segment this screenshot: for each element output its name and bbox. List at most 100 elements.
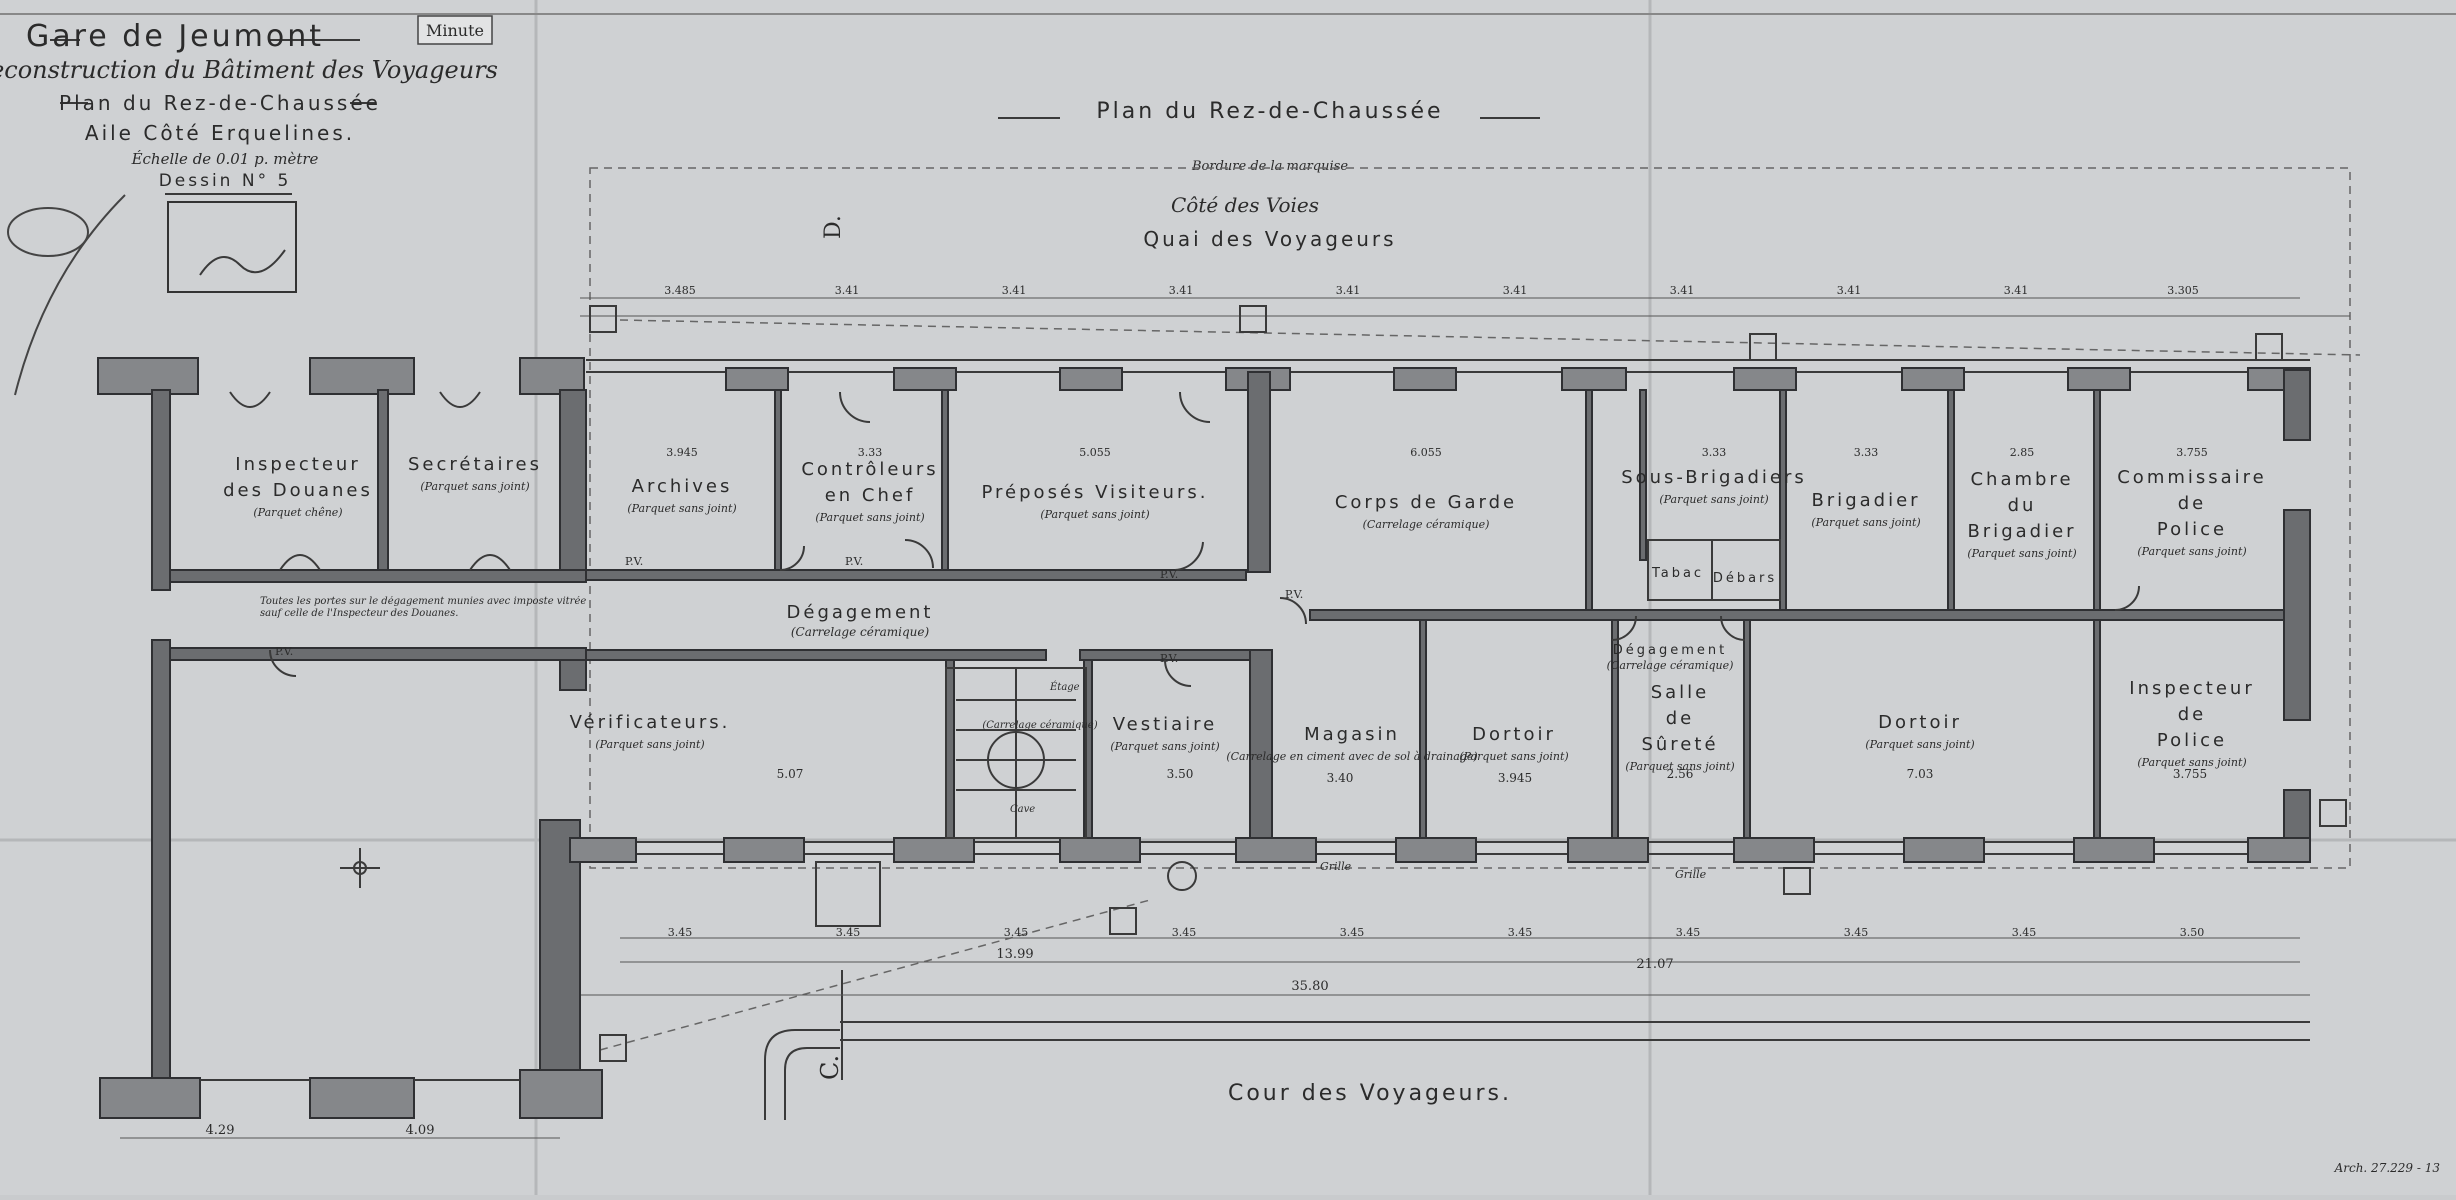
room-name-secretaires: Secrétaires <box>408 454 542 475</box>
room-floor-inspecteur-police: (Parquet sans joint) <box>2137 756 2246 769</box>
corridor-door-note: Toutes les portes sur le dégagement muni… <box>260 596 587 619</box>
left-dim-2: 4.09 <box>406 1123 435 1138</box>
room-floor-archives: (Parquet sans joint) <box>627 502 736 515</box>
top-dim-label: 3.41 <box>1336 284 1361 297</box>
plan-title: Plan du Rez-de-Chaussée <box>1096 99 1443 124</box>
room-labels: Inspecteur des Douanes (Parquet chêne) Secr… <box>223 454 2267 773</box>
top-dim-label: 3.41 <box>2004 284 2029 297</box>
project-title: Reconstruction du Bâtiment des Voyageurs <box>0 56 498 84</box>
room-name-brigadier: Brigadier <box>1811 490 1920 511</box>
room-name-corps-garde: Corps de Garde <box>1335 492 1517 513</box>
room-name-vestiaire: Vestiaire <box>1113 714 1218 735</box>
section-mark-d: D. <box>821 215 846 239</box>
top-dim-label: 3.41 <box>1503 284 1528 297</box>
bottom-dim-label: 3.45 <box>668 926 693 939</box>
door-swings <box>229 391 2140 687</box>
signature-mark <box>199 249 286 276</box>
grille-label: Grille <box>1675 868 1707 881</box>
bottom-dim-label: 3.45 <box>2012 926 2037 939</box>
drawing-number: Dessin N° 5 <box>159 171 292 191</box>
handwritten-annotation <box>14 194 126 396</box>
room-name-commissaire: de <box>2178 493 2207 514</box>
inner-dim: 3.40 <box>1327 771 1354 785</box>
pv-labels: P.V. P.V. P.V. P.V. P.V. P.V. Grille Gri… <box>275 555 1707 881</box>
grille-label: Grille <box>1320 860 1352 873</box>
top-dim-label: 3.41 <box>1837 284 1862 297</box>
room-dim-label: 3.33 <box>1702 446 1727 459</box>
inner-dim: 3.945 <box>1498 771 1532 785</box>
station-name: Gare de Jeumont <box>26 19 324 54</box>
top-dim-label: 3.41 <box>1002 284 1027 297</box>
pv-label: P.V. <box>275 645 293 658</box>
room-floor-verificateurs: (Parquet sans joint) <box>595 738 704 751</box>
room-name-salle-surete: de <box>1666 708 1695 729</box>
railway-seal <box>7 207 89 257</box>
room-floor-commissaire: (Parquet sans joint) <box>2137 545 2246 558</box>
room-dim-label: 2.85 <box>2010 446 2035 459</box>
room-name-salle-surete: Salle <box>1651 682 1710 703</box>
pv-label: P.V. <box>625 555 643 568</box>
room-floor-degagement-2: (Carrelage céramique) <box>1607 659 1734 672</box>
inner-dim: 3.755 <box>2173 767 2207 781</box>
corridor-label: Dégagement <box>787 602 934 623</box>
room-name-debar: Débars <box>1713 571 1777 586</box>
room-name-inspecteur-police: Inspecteur <box>2129 678 2254 699</box>
room-floor-dortoir-1: (Parquet sans joint) <box>1459 750 1568 763</box>
top-dim-label: 3.41 <box>1169 284 1194 297</box>
room-dim-label: 6.055 <box>1410 446 1442 459</box>
bottom-dim-label: 3.50 <box>2180 926 2205 939</box>
room-name-controleurs: en Chef <box>825 485 916 506</box>
room-floor-magasin: (Carrelage en ciment avec de sol à drain… <box>1226 750 1477 763</box>
room-name-chambre-brigadier: Brigadier <box>1967 521 2076 542</box>
inner-dim: 7.03 <box>1907 767 1934 781</box>
inner-dim: 2.56 <box>1667 767 1694 781</box>
canopy-outline <box>589 167 2351 869</box>
top-dim-label: 3.305 <box>2167 284 2199 297</box>
room-name-inspecteur-police: Police <box>2157 730 2227 751</box>
room-name-degagement-2: Dégagement <box>1613 643 1727 658</box>
minute-stamp-label: Minute <box>426 21 484 40</box>
room-dim-label: 3.33 <box>858 446 883 459</box>
room-name-sous-brigadiers: Sous-Brigadiers <box>1621 467 1807 488</box>
pv-label: P.V. <box>1160 652 1178 665</box>
room-name-commissaire: Commissaire <box>2117 467 2267 488</box>
room-dim-label: 3.33 <box>1854 446 1879 459</box>
title-block: Minute Gare de Jeumont Reconstruction du… <box>0 15 498 396</box>
room-floor-dortoir-2: (Parquet sans joint) <box>1865 738 1974 751</box>
courtyard-label: Cour des Voyageurs. <box>1228 1081 1512 1106</box>
room-name-chambre-brigadier: du <box>2008 495 2037 516</box>
bottom-dim-label: 3.45 <box>1340 926 1365 939</box>
platform-label: Quai des Voyageurs <box>1143 227 1396 251</box>
room-floor-corps-garde: (Carrelage céramique) <box>1363 518 1490 531</box>
room-name-salle-surete: Sûreté <box>1641 734 1718 755</box>
top-dim-label: 3.485 <box>664 284 696 297</box>
room-floor-salle-surete: (Parquet sans joint) <box>1625 760 1734 773</box>
room-floor-vestiaire: (Parquet sans joint) <box>1110 740 1219 753</box>
minute-stamp <box>417 15 493 45</box>
pv-label: P.V. <box>845 555 863 568</box>
room-floor-controleurs: (Parquet sans joint) <box>815 511 924 524</box>
room-name-inspecteur-douanes: des Douanes <box>223 480 373 501</box>
inner-dim: 5.07 <box>777 767 804 781</box>
room-name-chambre-brigadier: Chambre <box>1970 469 2073 490</box>
section-mark-c: C. <box>816 1055 844 1080</box>
walls <box>97 305 2347 1119</box>
top-dim-label: 3.41 <box>1670 284 1695 297</box>
room-dim-label: 3.945 <box>666 446 698 459</box>
track-side-note: Côté des Voies <box>1171 193 1319 217</box>
pv-label: P.V. <box>1160 568 1178 581</box>
top-dim-label: 3.41 <box>835 284 860 297</box>
room-name-verificateurs: Vérificateurs. <box>570 712 731 733</box>
corridor-floor: (Carrelage céramique) <box>791 625 930 639</box>
stair-up-label: Étage <box>1049 681 1080 693</box>
room-floor-preposes: (Parquet sans joint) <box>1040 508 1149 521</box>
dimension-lines: 3.485 3.41 3.41 3.41 3.41 3.41 3.41 3.41 3.41 3.3… <box>120 284 2350 1139</box>
room-floor-inspecteur-douanes: (Parquet chêne) <box>253 506 342 519</box>
room-floor-secretaires: (Parquet sans joint) <box>420 480 529 493</box>
bottom-dim-label: 3.45 <box>836 926 861 939</box>
room-name-dortoir-1: Dortoir <box>1472 724 1556 745</box>
stair-down-label: Cave <box>1010 804 1035 815</box>
overall-dim-right: 21.07 <box>1636 957 1673 972</box>
archive-reference: Arch. 27.229 - 13 <box>2334 1161 2441 1175</box>
